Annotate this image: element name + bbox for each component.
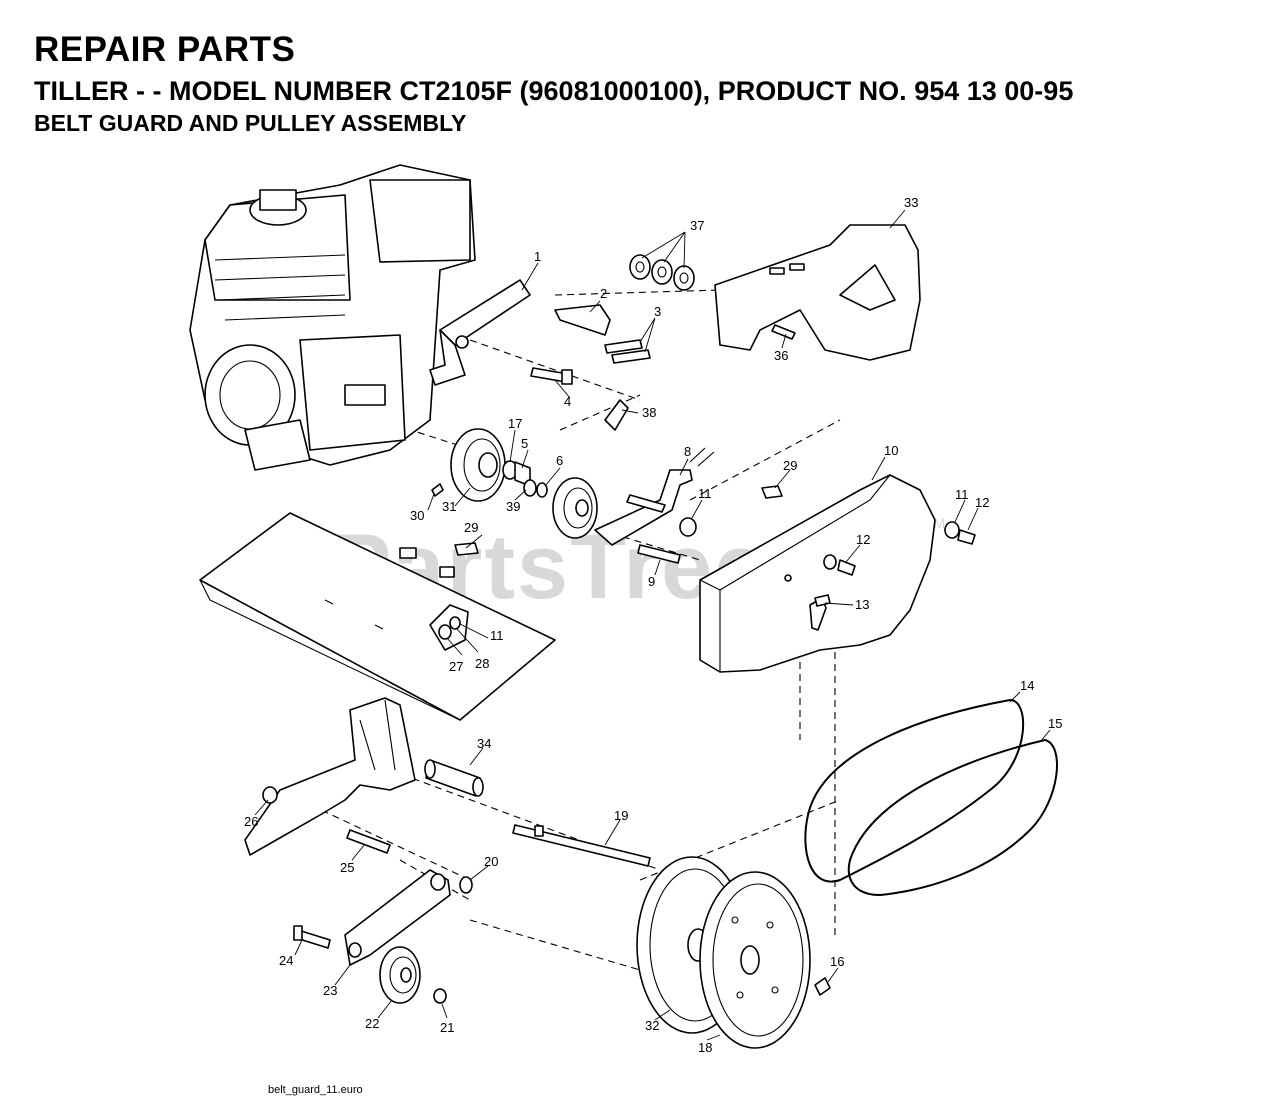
callout-20: 20 [484, 854, 498, 869]
callout-12-right: 12 [975, 495, 989, 510]
part-bushing-20 [459, 876, 473, 894]
callout-28: 28 [475, 656, 489, 671]
callout-6: 6 [556, 453, 563, 468]
part-upper-guard-33 [714, 224, 921, 361]
callout-16: 16 [830, 954, 844, 969]
part-bracket-1 [429, 279, 531, 386]
part-bolt-9 [637, 544, 681, 564]
callout-5: 5 [521, 436, 528, 451]
engine [189, 164, 476, 471]
part-washers-37 [629, 254, 695, 291]
page-header: REPAIR PARTS TILLER - - MODEL NUMBER CT2… [34, 30, 1264, 138]
part-nut-11-upper [679, 517, 697, 537]
callout-9: 9 [648, 574, 655, 589]
callout-8: 8 [684, 444, 691, 459]
part-bolts-3 [604, 339, 651, 364]
callout-34: 34 [477, 736, 491, 751]
callout-11-right: 11 [955, 487, 969, 502]
callout-31: 31 [442, 499, 456, 514]
part-idler-arm-23 [344, 869, 451, 966]
part-frame-bracket [244, 697, 416, 856]
part-bolt-4 [530, 367, 573, 385]
callout-24: 24 [279, 953, 293, 968]
part-clip-29-lower [454, 542, 479, 556]
callout-30: 30 [410, 508, 424, 523]
callout-23: 23 [323, 983, 337, 998]
part-clip-38 [604, 399, 629, 431]
page-title: REPAIR PARTS [34, 30, 296, 69]
part-nut-11-right [944, 521, 960, 539]
part-clip-16 [814, 977, 831, 996]
part-belt-15 [847, 738, 1058, 897]
callout-10: 10 [884, 443, 898, 458]
part-washer-6 [536, 482, 548, 498]
callout-19: 19 [614, 808, 628, 823]
callout-4: 4 [564, 394, 571, 409]
callout-36: 36 [774, 348, 788, 363]
callout-17: 17 [508, 416, 522, 431]
callout-39: 39 [506, 499, 520, 514]
section-title: BELT GUARD AND PULLEY ASSEMBLY [34, 110, 467, 136]
part-nut-26 [262, 786, 278, 804]
callout-22: 22 [365, 1016, 379, 1031]
part-cap-12-guard [837, 559, 856, 576]
part-idler-arm-8 [594, 447, 715, 546]
part-belt-guard-10 [699, 474, 936, 673]
callout-27: 27 [449, 659, 463, 674]
callout-26: 26 [244, 814, 258, 829]
callout-12-guard: 12 [856, 532, 870, 547]
part-nut-11-guard [823, 554, 837, 570]
part-bolt-24 [293, 925, 331, 949]
callout-11-upper: 11 [698, 486, 712, 501]
part-tine-shield [199, 512, 556, 721]
callout-38: 38 [642, 405, 656, 420]
part-hardware-27-28-11 [429, 604, 469, 651]
part-clip-2 [554, 304, 611, 336]
callout-33: 33 [904, 195, 918, 210]
part-cap-12-right [957, 529, 976, 545]
part-belt-14 [804, 698, 1025, 883]
leader-lines [254, 209, 1051, 1041]
callout-18: 18 [698, 1040, 712, 1055]
callout-15: 15 [1048, 716, 1062, 731]
callout-37: 37 [690, 218, 704, 233]
part-washer-39 [523, 479, 537, 497]
callout-32: 32 [645, 1018, 659, 1033]
file-label: belt_guard_11.euro [268, 1084, 363, 1096]
part-shaft-19 [512, 824, 651, 867]
callout-labels: 1 2 3 4 5 6 8 9 10 11 11 11 12 12 13 14 … [244, 195, 1062, 1055]
part-bolt-36 [771, 324, 796, 340]
callout-14: 14 [1020, 678, 1034, 693]
part-clip-29-upper [761, 485, 783, 499]
part-nut-21 [433, 988, 447, 1004]
part-idler-pulley [552, 477, 598, 539]
model-line: TILLER - - MODEL NUMBER CT2105F (9608100… [34, 76, 1074, 106]
callout-3: 3 [654, 304, 661, 319]
callout-29-lower: 29 [464, 520, 478, 535]
callout-13: 13 [855, 597, 869, 612]
callout-1: 1 [534, 249, 541, 264]
part-pulley-31 [450, 428, 506, 502]
callout-25: 25 [340, 860, 354, 875]
part-pulley-18 [699, 871, 811, 1049]
part-tube-34 [424, 759, 484, 797]
callout-11-lower: 11 [490, 628, 504, 643]
part-pin-25 [346, 829, 391, 854]
callout-21: 21 [440, 1020, 454, 1035]
part-pulley-22 [379, 946, 421, 1004]
callout-2: 2 [600, 286, 607, 301]
callout-29-upper: 29 [783, 458, 797, 473]
